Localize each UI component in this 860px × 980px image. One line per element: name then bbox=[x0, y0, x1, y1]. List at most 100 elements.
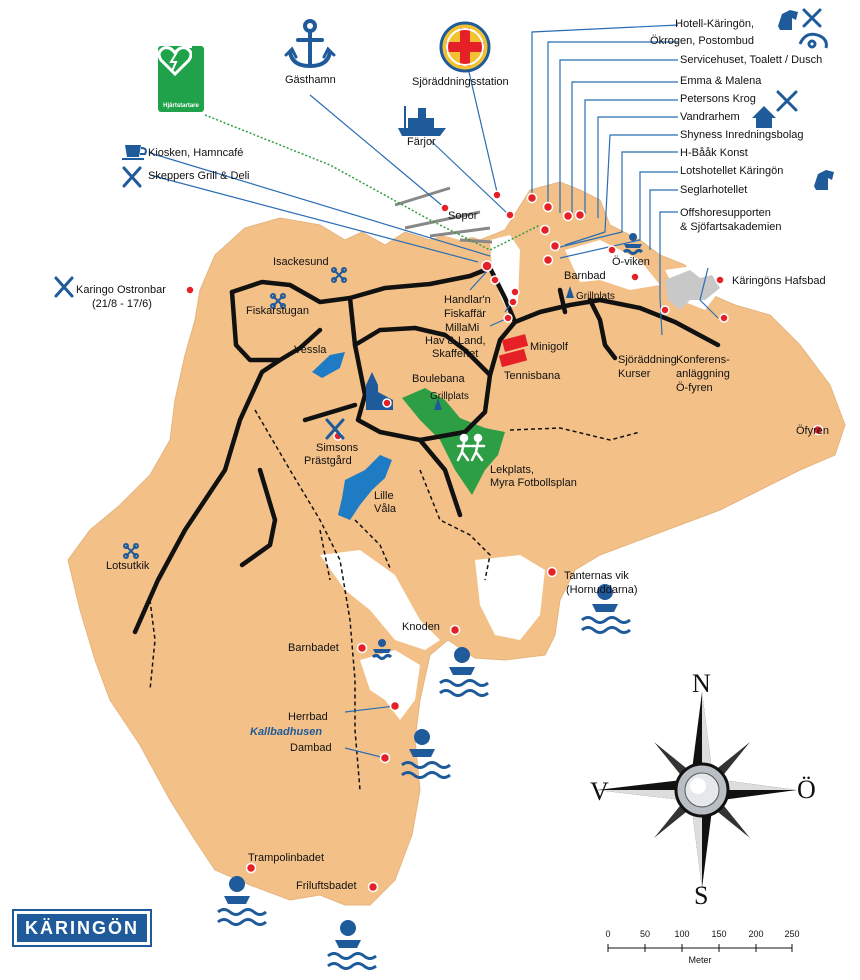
label-vandrarhem: Vandrarhem bbox=[680, 111, 740, 123]
label-fiskaffar: Fiskaffär bbox=[444, 308, 486, 320]
building-hafsbad bbox=[665, 270, 720, 310]
scale-bar bbox=[607, 944, 793, 952]
horn-icon bbox=[798, 32, 828, 49]
scale-unit: Meter bbox=[688, 955, 712, 965]
label-kallbadhusen: Kallbadhusen bbox=[250, 726, 323, 738]
swimmer-icon bbox=[224, 233, 642, 948]
aed-heart-icon bbox=[158, 46, 192, 76]
label-minigolf: Minigolf bbox=[530, 341, 568, 353]
horse-icon bbox=[778, 10, 834, 190]
house-icon bbox=[752, 106, 776, 128]
label-millami: MillaMi bbox=[445, 322, 480, 334]
footpaths bbox=[149, 409, 641, 791]
label-hornuddarna: (Hornuddarna) bbox=[566, 584, 638, 596]
label-grillplats-top: Grillplats bbox=[576, 291, 615, 302]
cup-icon bbox=[122, 145, 147, 160]
scale-tick-100: 100 bbox=[674, 929, 690, 939]
scale-tick-50: 50 bbox=[639, 929, 650, 939]
label-boulebana: Boulebana bbox=[412, 373, 465, 385]
playground-icon bbox=[456, 433, 486, 462]
label-lotsutkik: Lotsutkik bbox=[106, 560, 150, 572]
label-trampolinbadet: Trampolinbadet bbox=[248, 852, 325, 864]
label-oviken: Ö-viken bbox=[612, 256, 650, 268]
swimmer-waves bbox=[217, 249, 644, 970]
label-gasthamn: Gästhamn bbox=[285, 74, 336, 86]
bay-south bbox=[475, 555, 545, 640]
label-sjoraddning: Sjöräddning bbox=[618, 354, 677, 366]
label-lille: Lille bbox=[374, 490, 394, 502]
harbour-piers bbox=[394, 186, 493, 244]
label-ofyren: Öfyren bbox=[796, 425, 830, 437]
label-barnbad-top: Barnbad bbox=[564, 270, 606, 282]
scale-tick-0: 0 bbox=[605, 929, 611, 939]
compass-rose-icon bbox=[597, 692, 797, 888]
label-lekplats-2: Myra Fotbollsplan bbox=[490, 477, 577, 489]
label-fiskarstugan: Fiskarstugan bbox=[246, 305, 309, 317]
label-herrbad: Herrbad bbox=[288, 711, 328, 723]
label-friluftsbadet: Friluftsbadet bbox=[296, 880, 357, 892]
minigolf-court bbox=[501, 334, 529, 352]
label-seglarhotellet: Seglarhotellet bbox=[680, 184, 748, 196]
karingon-logo: KÄRINGÖN bbox=[12, 909, 152, 947]
label-petersons: Petersons Krog bbox=[680, 93, 756, 105]
label-tennisbana: Tennisbana bbox=[504, 370, 561, 382]
compass-n: N bbox=[692, 669, 711, 698]
compass-v: V bbox=[590, 777, 609, 806]
label-kiosken: Kiosken, Hamncafé bbox=[148, 147, 244, 159]
label-emma: Emma & Malena bbox=[680, 75, 762, 87]
compass-s: S bbox=[694, 881, 709, 910]
aed-label: Hjärtstartare bbox=[163, 103, 199, 109]
label-konferens-2: anläggning bbox=[676, 368, 730, 380]
label-servicehuset: Servicehuset, Toalett / Dusch bbox=[680, 54, 823, 66]
scale-tick-200: 200 bbox=[748, 929, 764, 939]
label-tanternas: Tanternas vik bbox=[564, 570, 629, 582]
label-hbaak: H-Bååk Konst bbox=[680, 147, 748, 159]
label-farjor: Färjor bbox=[407, 136, 436, 148]
label-grillplats: Grillplats bbox=[430, 391, 469, 402]
label-hotell-2: Ökrogen, Postombud bbox=[650, 35, 754, 47]
label-offshore-2: & Sjöfartsakademien bbox=[680, 221, 782, 233]
label-hafsbad: Käringöns Hafsbad bbox=[732, 275, 826, 287]
label-barnbadet: Barnbadet bbox=[288, 642, 339, 654]
island-landmass bbox=[67, 181, 846, 906]
lake-lille-vala bbox=[338, 455, 392, 520]
aed-sign: Hjärtstartare bbox=[158, 46, 204, 112]
label-hotell: Hotell-Käringön, bbox=[675, 18, 754, 30]
lake-vessla bbox=[312, 352, 345, 378]
compass-o: Ö bbox=[797, 775, 816, 804]
callout-lines bbox=[149, 24, 719, 759]
label-sopor: Sopor bbox=[448, 210, 478, 222]
sea-rescue-icon bbox=[439, 21, 491, 73]
label-lotshotellet: Lotshotellet Käringön bbox=[680, 165, 784, 177]
bay-north bbox=[395, 195, 480, 240]
scale-tick-150: 150 bbox=[711, 929, 727, 939]
label-vessla: Vessla bbox=[294, 344, 327, 356]
poi-dots bbox=[185, 190, 824, 893]
campfire-icon bbox=[434, 286, 574, 410]
label-knoden: Knoden bbox=[402, 621, 440, 633]
label-dambad: Dambad bbox=[290, 742, 332, 754]
park-green bbox=[402, 388, 505, 495]
label-isackesund: Isackesund bbox=[273, 256, 329, 268]
anchor-icon bbox=[284, 19, 336, 69]
label-handlarn: Handlar'n bbox=[444, 294, 491, 306]
label-lekplats: Lekplats, bbox=[490, 464, 535, 476]
label-konferens: Konferens- bbox=[676, 354, 730, 366]
label-vala: Våla bbox=[374, 503, 397, 515]
label-shyness: Shyness Inredningsbolag bbox=[680, 129, 804, 141]
ship-icon bbox=[398, 106, 446, 136]
aed-route bbox=[204, 114, 541, 251]
label-havland: Hav & Land, bbox=[425, 335, 486, 347]
label-skafferiet: Skafferiet bbox=[432, 348, 479, 360]
label-kurser: Kurser bbox=[618, 368, 651, 380]
label-konferens-3: Ö-fyren bbox=[676, 382, 713, 394]
label-ostronbar-2: (21/8 - 17/6) bbox=[92, 298, 152, 310]
bay-west bbox=[320, 550, 440, 650]
fork-knife-icon bbox=[54, 8, 822, 440]
cloverleaf-icon bbox=[123, 267, 347, 559]
bay-kallbad bbox=[360, 650, 420, 720]
scale-tick-250: 250 bbox=[784, 929, 800, 939]
tennis-court bbox=[498, 348, 528, 368]
